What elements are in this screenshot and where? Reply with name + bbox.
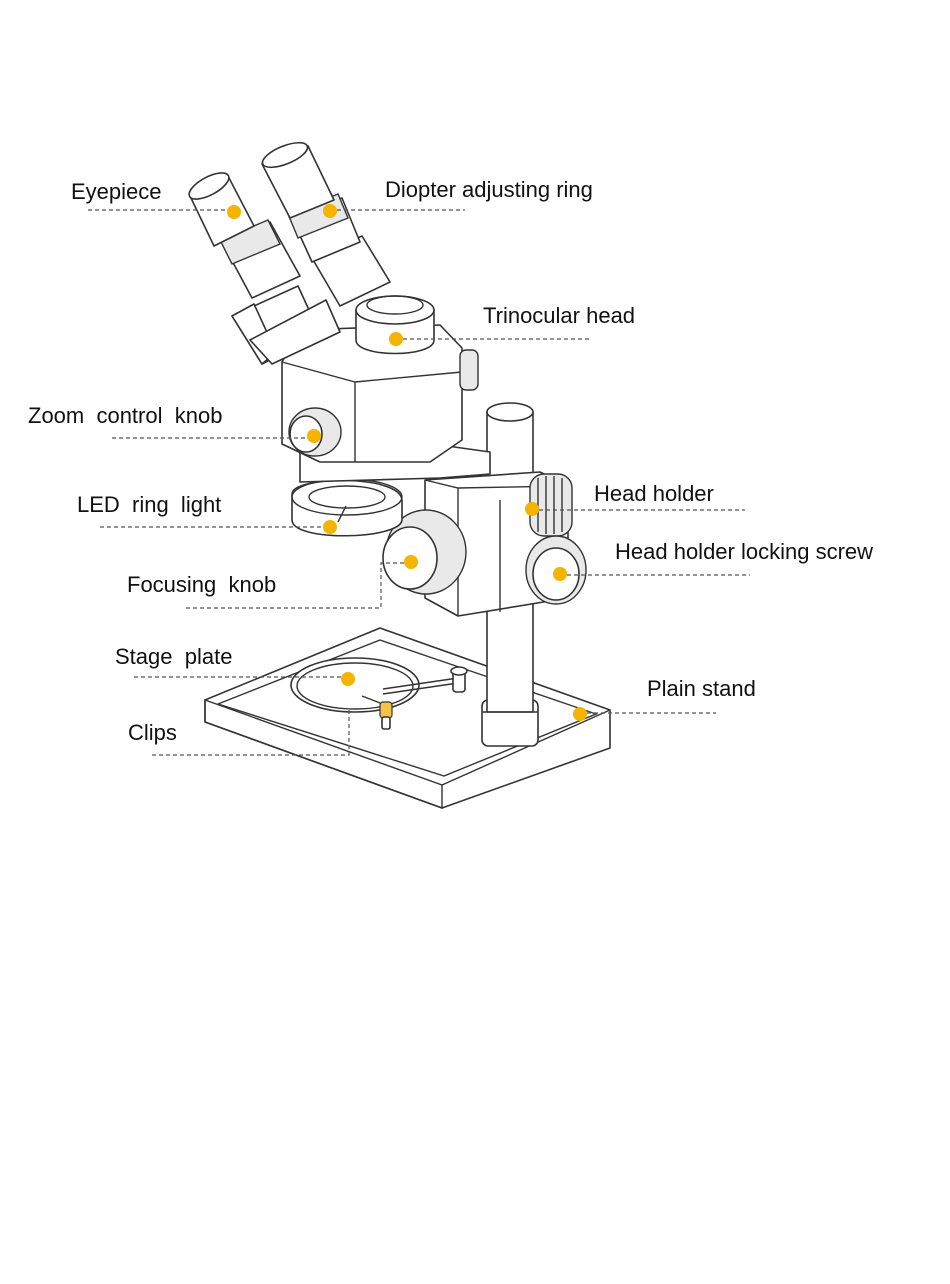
focusing-knob-label: Focusing knob — [127, 572, 276, 597]
stage-plate-drawing — [291, 658, 419, 712]
trinocular-marker — [389, 332, 403, 346]
led-ring-drawing — [292, 479, 402, 536]
led-ring-light-label: LED ring light — [77, 492, 221, 517]
locking-screw-marker — [553, 567, 567, 581]
diopter-ring-label: Diopter adjusting ring — [385, 177, 593, 202]
stage-plate-label: Stage plate — [115, 644, 232, 669]
zoom-control-knob-label: Zoom control knob — [28, 403, 222, 428]
plain-stand-drawing — [205, 628, 610, 808]
focusing-marker — [404, 555, 418, 569]
head-holder-label: Head holder — [594, 481, 714, 506]
stage-plate-marker — [341, 672, 355, 686]
eyepiece-label: Eyepiece — [71, 179, 162, 204]
diopter-marker — [323, 204, 337, 218]
trinocular-head-label: Trinocular head — [483, 303, 635, 328]
head-holder-marker — [525, 502, 539, 516]
eyepiece-marker — [227, 205, 241, 219]
clips-label: Clips — [128, 720, 177, 745]
led-marker — [323, 520, 337, 534]
plain-stand-marker — [573, 707, 587, 721]
plain-stand-label: Plain stand — [647, 676, 756, 701]
zoom-marker — [307, 429, 321, 443]
head-holder-locking-screw-label: Head holder locking screw — [615, 539, 873, 564]
